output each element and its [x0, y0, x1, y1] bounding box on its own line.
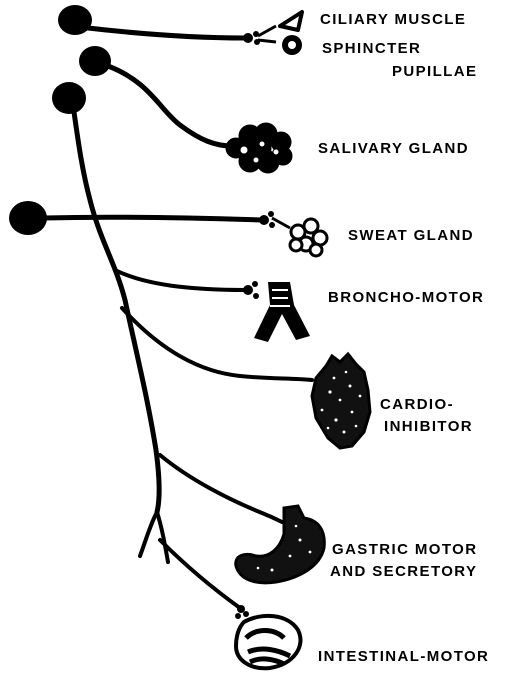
organ-ciliary-muscle	[280, 12, 302, 30]
label-inhibitor: inhibitor	[384, 418, 473, 435]
organ-stomach	[236, 506, 325, 583]
label-sweat-gland: Sweat Gland	[348, 227, 474, 244]
synapse-sweat	[259, 211, 290, 228]
organ-intestine	[236, 616, 300, 668]
organ-sphincter-pupillae	[282, 35, 302, 55]
nerve-branch-broncho	[115, 270, 246, 290]
nerve-fiber-salivary	[108, 66, 232, 146]
cell-body-salivary	[79, 46, 111, 76]
synapse-ciliary	[243, 26, 276, 45]
label-salivary-gland: Salivary Gland	[318, 140, 469, 157]
label-cardio: Cardio-	[380, 396, 454, 413]
cell-body-ciliary	[58, 5, 92, 35]
synapse-broncho	[243, 281, 259, 299]
cell-body-sweat	[9, 201, 47, 235]
label-pupillae: Pupillae	[392, 63, 477, 80]
organ-heart	[312, 354, 370, 448]
organ-salivary-gland	[226, 123, 292, 173]
nerve-trunk-vagus	[74, 112, 159, 512]
label-broncho-motor: Broncho-motor	[328, 289, 484, 306]
label-sphincter: Sphincter	[322, 40, 421, 57]
cell-body-vagus	[52, 82, 86, 114]
nerve-trunk-fork-left	[140, 512, 157, 556]
nerve-branch-cardio	[122, 308, 312, 380]
label-gastric-motor: Gastric Motor	[332, 541, 477, 558]
nerve-branch-intestinal	[160, 540, 240, 608]
nerve-fiber-ciliary	[88, 28, 246, 38]
organ-bronchi	[254, 282, 310, 342]
nerve-branch-gastric	[160, 455, 282, 522]
label-and-secretory: and Secretory	[330, 563, 477, 580]
nerve-fiber-sweat	[44, 217, 262, 220]
label-intestinal-motor: Intestinal-motor	[318, 648, 489, 665]
label-ciliary-muscle: Ciliary Muscle	[320, 11, 466, 28]
organ-sweat-gland	[290, 219, 327, 256]
nerve-trunk-fork-right	[157, 512, 168, 562]
